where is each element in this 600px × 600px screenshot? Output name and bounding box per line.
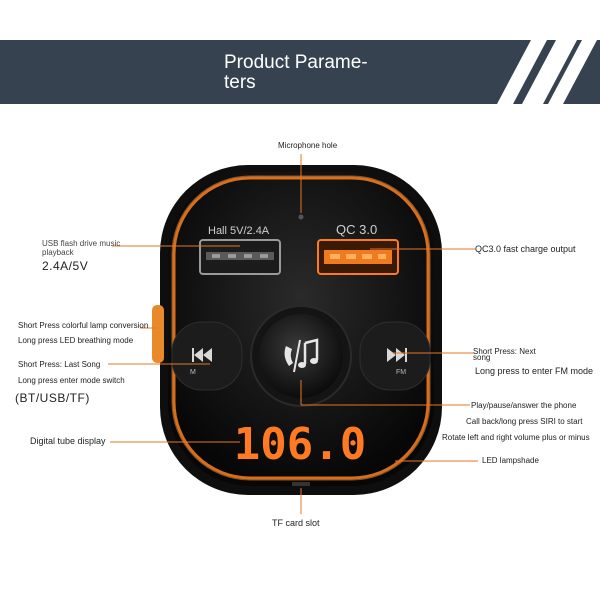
prev-track-icon [192, 348, 212, 362]
callout-modes: (BT/USB/TF) [15, 391, 90, 405]
header-banner: Product Parame- ters [0, 40, 600, 104]
callout-fm-mode: Long press to enter FM mode [475, 366, 594, 376]
side-lamp-button[interactable] [152, 305, 164, 363]
tf-card-slot [292, 482, 310, 486]
prev-button-label: M [190, 369, 196, 376]
callout-qc-output: QC3.0 fast charge output [475, 244, 576, 254]
digital-tube-display: 106.0 [234, 419, 366, 470]
next-button[interactable] [359, 321, 431, 391]
callout-next-song-1: Short Press: Next [473, 347, 536, 356]
banner-stripes [497, 40, 597, 104]
callout-last-song: Short Press: Last Song [18, 360, 101, 369]
microphone-hole [298, 214, 304, 220]
phone-music-icon [284, 338, 319, 373]
usb-port-label: Hall 5V/2.4A [208, 225, 270, 237]
callout-usb-output: 2.4A/5V [42, 259, 89, 273]
callout-digital-display: Digital tube display [30, 436, 106, 446]
callout-tf-slot: TF card slot [272, 518, 320, 528]
page-title-text: Product Parame- ters [224, 52, 368, 93]
callout-lamp-conversion: Short Press colorful lamp conversion [18, 321, 149, 330]
callout-call-back: Call back/long press SIRI to start [466, 417, 583, 426]
callout-volume: Rotate left and right volume plus or min… [442, 433, 590, 442]
callout-play-pause: Play/pause/answer the phone [471, 401, 577, 410]
callout-mode-switch: Long press enter mode switch [18, 376, 125, 385]
qc-port-label: QC 3.0 [336, 222, 377, 237]
next-button-label: FM [396, 369, 406, 376]
callout-breathing: Long press LED breathing mode [18, 336, 134, 345]
next-track-icon [387, 348, 407, 362]
callout-microphone: Microphone hole [278, 141, 338, 150]
callout-led-shade: LED lampshade [482, 456, 539, 465]
callout-next-song-2: song [473, 353, 491, 362]
page-title: Product Parame- ters [224, 53, 384, 93]
callout-usb-drive: USB flash drive music playback [42, 239, 121, 257]
